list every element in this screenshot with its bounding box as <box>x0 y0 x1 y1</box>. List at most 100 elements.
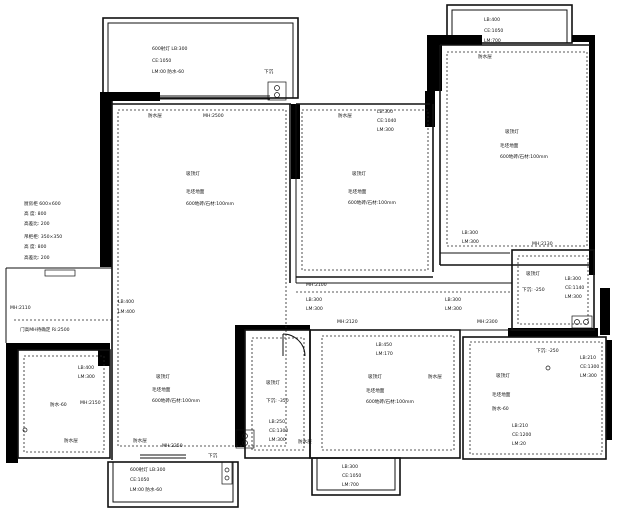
note: 高 度: 800 <box>24 210 47 217</box>
dim: LB:300 <box>565 276 581 282</box>
note: 毛坯地面 <box>348 188 367 195</box>
dim: LM:300 <box>269 437 286 443</box>
top-right-balcony <box>446 4 573 44</box>
bedroom-top-mid <box>296 103 434 278</box>
mh: MH:2130 <box>532 241 553 247</box>
note: 高 度: 800 <box>24 243 47 250</box>
note: LM:700 <box>342 482 359 488</box>
note: 600地砖/石材:100mm <box>348 199 396 206</box>
dim: CE:1140 <box>565 285 584 291</box>
note: 吸顶灯 <box>496 372 510 379</box>
dim: LM:300 <box>565 294 582 300</box>
note: CE:1050 <box>152 58 171 64</box>
note: 吸顶灯 <box>352 170 366 177</box>
dim: LM:300 <box>445 306 462 312</box>
note: CE:1050 <box>130 477 149 483</box>
dim: LM:300 <box>580 373 597 379</box>
dim: LM:300 <box>462 239 479 245</box>
note: 防水层 <box>133 437 147 444</box>
mh: MH:2500 <box>203 113 224 119</box>
mh: MH:2250 <box>162 443 183 449</box>
room-bottom-right <box>462 336 607 460</box>
dim: LM:20 <box>512 441 526 447</box>
note: 吸顶灯 <box>505 128 519 135</box>
bath-mid <box>244 329 311 459</box>
note: 下沉 <box>208 452 218 459</box>
note: 防水层 <box>148 112 162 119</box>
note: 下沉: -250 <box>536 347 559 354</box>
note: 600射灯 LB:300 <box>130 466 166 473</box>
note: 毛坯地面 <box>492 391 511 398</box>
dim: LB:300 <box>377 109 393 115</box>
mh: MH:2300 <box>477 319 498 325</box>
note: 600地砖/石材:100mm <box>366 398 414 405</box>
living-room <box>111 101 297 460</box>
dim: LM:170 <box>376 351 393 357</box>
dim: LB:400 <box>78 365 94 371</box>
note: 600射灯 LB:300 <box>152 45 188 52</box>
note: 下沉 <box>264 68 274 75</box>
dim: LM:300 <box>78 374 95 380</box>
mh: MH:2100 <box>306 282 327 288</box>
dim: CE:1300 <box>269 428 288 434</box>
note: LM:00 防水-60 <box>152 68 184 75</box>
bath-right <box>511 249 595 331</box>
note: 吊柜柜: 350×350 <box>24 233 62 240</box>
walls <box>6 35 612 463</box>
dim: CE:1200 <box>512 432 531 438</box>
note: 防水-60 <box>492 405 509 412</box>
left-room <box>5 267 112 459</box>
top-balcony <box>102 17 299 100</box>
note: 吸顶灯 <box>526 270 540 277</box>
dim: CE:1300 <box>580 364 599 370</box>
note: CE:1050 <box>484 28 503 34</box>
note: 防水层 <box>478 53 492 60</box>
note: 毛坯地面 <box>186 188 205 195</box>
bedroom-top-right <box>439 44 590 266</box>
dim: LB:210 <box>580 355 596 361</box>
dim: CE:1040 <box>377 118 396 124</box>
note: LB:400 <box>484 17 500 23</box>
note: 高差比: 200 <box>24 254 50 261</box>
note: 600地砖/石材:100mm <box>186 200 234 207</box>
note: 防水层 <box>428 373 442 380</box>
dim: LB:450 <box>376 342 392 348</box>
note: 毛坯地面 <box>366 387 385 394</box>
dim: LM:400 <box>118 309 135 315</box>
mh: 门高MH待确定 Ri:2500 <box>20 326 70 333</box>
note: 防水-60 <box>50 401 67 408</box>
note: 600地砖/石材:100mm <box>500 153 548 160</box>
mh: MH:2110 <box>10 305 31 311</box>
note: LM:00 防水-60 <box>130 486 162 493</box>
note: 600地砖/石材:100mm <box>152 397 200 404</box>
note: 防水层 <box>298 438 312 445</box>
dim: LB:300 <box>445 297 461 303</box>
note: 防水层 <box>338 112 352 119</box>
note: 高差比: 200 <box>24 220 50 227</box>
note: LB:300 <box>342 464 358 470</box>
labels: 600射灯 LB:300 CE:1050 LM:00 防水-60 下沉 LB:4… <box>10 17 599 493</box>
dim: LB:400 <box>118 299 134 305</box>
note: CE:1050 <box>342 473 361 479</box>
fixtures <box>22 81 593 485</box>
dim: LB:250 <box>269 419 285 425</box>
mh: MH:2150 <box>80 400 101 406</box>
note: 下沉: -250 <box>522 286 545 293</box>
mh: MH:2120 <box>337 319 358 325</box>
note: 吸顶灯 <box>156 373 170 380</box>
note: 下沉: -350 <box>266 397 289 404</box>
dim: LM:300 <box>306 306 323 312</box>
note: 毛坯地面 <box>500 142 519 149</box>
note: 吸顶灯 <box>368 373 382 380</box>
note: 吸顶灯 <box>186 170 200 177</box>
note: 吸顶灯 <box>266 379 280 386</box>
note: 厨房柜 600×600 <box>24 200 61 207</box>
dim: LB:300 <box>306 297 322 303</box>
bedroom-bottom-mid <box>309 329 461 459</box>
dim: LB:210 <box>512 423 528 429</box>
note: 毛坯地面 <box>152 386 171 393</box>
note: LM:700 <box>484 38 501 44</box>
bottom-balconies <box>107 454 401 508</box>
dim: LB:300 <box>462 230 478 236</box>
